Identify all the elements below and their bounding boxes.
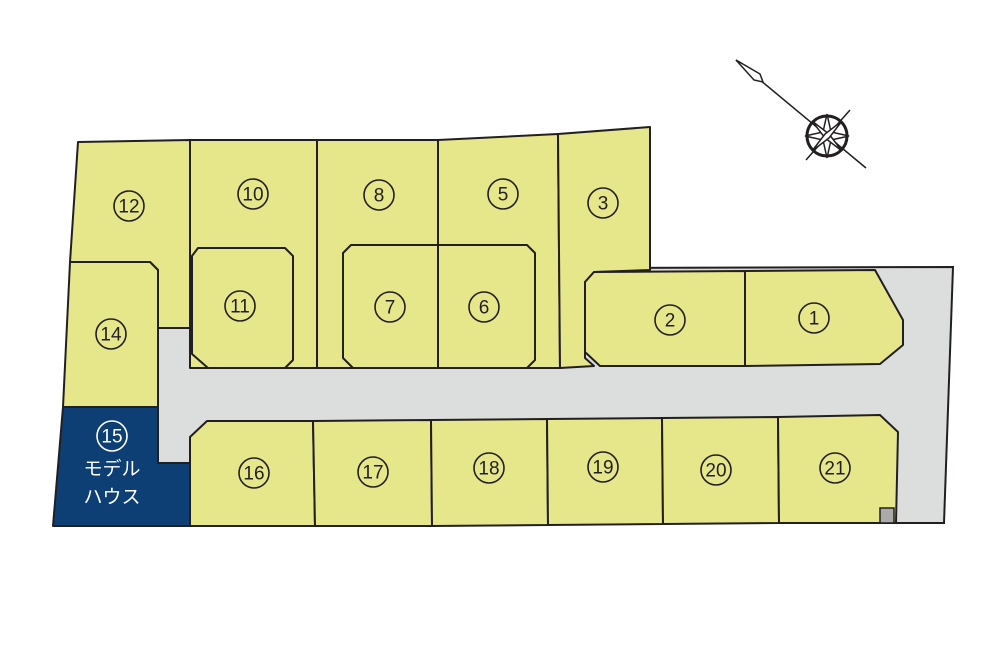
lot-number: 18 (478, 459, 499, 480)
lot-number: 19 (592, 458, 613, 479)
lot-number: 20 (705, 461, 726, 482)
model-house-label: ハウス (83, 486, 140, 508)
lot-label-14: 14 (95, 318, 127, 350)
lot-label-11: 11 (224, 290, 256, 322)
lot-11[interactable] (191, 247, 294, 369)
compass-rose-north-arrow-icon (735, 59, 867, 169)
lot-number: 14 (100, 325, 122, 346)
lot-label-17: 17 (357, 456, 389, 488)
lot-number: 16 (243, 464, 264, 485)
utility-box (879, 507, 895, 524)
lot-label-6: 6 (468, 291, 500, 323)
lot-label-20: 20 (700, 454, 732, 486)
lot-label-2: 2 (654, 304, 686, 336)
lot-6[interactable] (437, 244, 536, 369)
lot-label-12: 12 (113, 190, 145, 222)
lot-number: 21 (824, 459, 845, 480)
lot-label-19: 19 (587, 451, 619, 483)
lot-14[interactable] (62, 261, 159, 408)
lot-number: 17 (362, 463, 383, 484)
lot-label-1: 1 (798, 302, 830, 334)
lot-label-3: 3 (587, 187, 619, 219)
lot-label-16: 16 (238, 457, 270, 489)
lot-number: 3 (598, 194, 609, 215)
lot-number: 7 (385, 298, 396, 319)
lot-number: 8 (374, 186, 385, 207)
lot-number: 15 (101, 427, 122, 448)
lot-21[interactable] (777, 414, 899, 524)
lot-label-5: 5 (487, 178, 519, 210)
lot-number: 2 (665, 311, 676, 332)
lot-number: 12 (118, 197, 139, 218)
lot-label-10: 10 (237, 178, 269, 210)
lot-labels: 1 2 3 5 6 7 8 10 11 12 14 15 モデル ハウス 16 … (83, 178, 851, 508)
lot-number: 1 (809, 309, 820, 330)
lot-number: 6 (479, 298, 490, 319)
lot-16[interactable] (189, 420, 316, 527)
model-house-label: モデル (83, 458, 140, 480)
lot-number: 11 (230, 297, 250, 318)
lot-label-21: 21 (819, 452, 851, 484)
lot-label-18: 18 (473, 452, 505, 484)
lot-label-15: 15 モデル ハウス (83, 420, 141, 508)
lot-number: 10 (242, 185, 263, 206)
lot-1[interactable] (744, 269, 904, 367)
lot-number: 5 (498, 185, 509, 206)
lot-label-8: 8 (363, 179, 395, 211)
lot-label-7: 7 (374, 291, 406, 323)
